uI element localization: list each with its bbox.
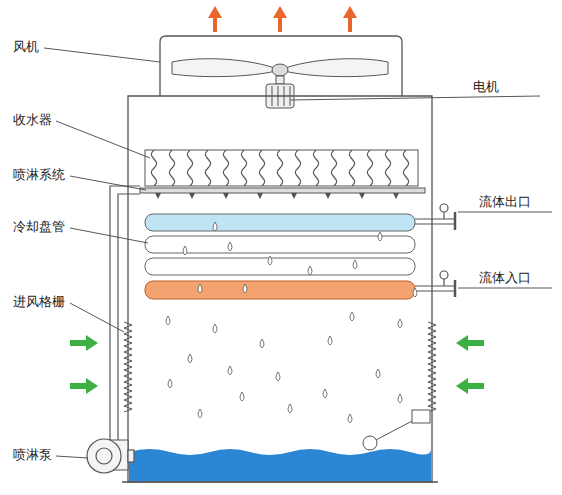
- water-droplet: [323, 389, 327, 398]
- louver-blade: [124, 352, 132, 358]
- water-droplet: [240, 392, 244, 401]
- spray-riser-pipe: [110, 186, 140, 440]
- louver-blade: [124, 364, 132, 370]
- louver-blade: [428, 394, 436, 400]
- spray-nozzle: [325, 193, 331, 199]
- basin-water: [129, 449, 431, 481]
- louver-blade: [124, 346, 132, 352]
- louver-blade: [428, 364, 436, 370]
- louver-blade: [428, 352, 436, 358]
- air-inlet-louver: [124, 322, 436, 412]
- part-label: 收水器: [12, 112, 53, 128]
- intake-arrows: [70, 335, 484, 394]
- louver-blade: [124, 406, 132, 412]
- motor: [266, 76, 294, 108]
- spray-nozzle: [257, 193, 263, 199]
- water-droplet: [260, 339, 264, 348]
- water-droplet: [183, 246, 187, 255]
- water-droplet: [328, 336, 332, 345]
- exhaust-arrows: [208, 6, 357, 32]
- water-droplet: [166, 316, 170, 325]
- spray-nozzle: [359, 193, 365, 199]
- louver-blade: [428, 376, 436, 382]
- water-droplet: [213, 222, 217, 231]
- part-label: 风机: [12, 39, 40, 55]
- part-label: 冷却盘管: [12, 219, 66, 235]
- part-label: 喷淋泵: [12, 447, 53, 463]
- part-label: 喷淋系统: [12, 167, 66, 183]
- louver-blade: [124, 370, 132, 376]
- water-droplets: [166, 222, 417, 423]
- louver-blade: [124, 400, 132, 406]
- spray-nozzle: [393, 193, 399, 199]
- water-droplet: [398, 319, 402, 328]
- water-droplet: [243, 284, 247, 293]
- water-droplet: [268, 256, 272, 265]
- spray-nozzle: [223, 193, 229, 199]
- louver-blade: [124, 328, 132, 334]
- spray-nozzle: [189, 193, 195, 199]
- fluid-pipes: [415, 204, 455, 297]
- water-droplet: [353, 260, 357, 269]
- water-droplet: [348, 414, 352, 423]
- louver-blade: [124, 388, 132, 394]
- louver-blade: [124, 376, 132, 382]
- water-droplet: [288, 404, 292, 413]
- part-label: 流体出口: [478, 194, 532, 210]
- louver-blade: [428, 340, 436, 346]
- tower-casing: [128, 96, 432, 482]
- water-droplet: [378, 232, 382, 241]
- spray-system: [140, 188, 425, 199]
- spray-pump: [87, 439, 134, 473]
- louver-blade: [124, 358, 132, 364]
- spray-nozzle: [291, 193, 297, 199]
- water-droplet: [228, 242, 232, 251]
- water-droplet: [308, 266, 312, 275]
- water-droplet: [198, 284, 202, 293]
- water-droplet: [413, 288, 417, 297]
- louver-blade: [428, 334, 436, 340]
- water-droplet: [398, 394, 402, 403]
- louver-blade: [124, 382, 132, 388]
- spray-nozzle: [155, 193, 161, 199]
- louver-blade: [428, 388, 436, 394]
- louver-blade: [124, 322, 132, 328]
- cooling-coil: [145, 214, 415, 299]
- part-label: 电机: [472, 79, 500, 95]
- louver-blade: [428, 400, 436, 406]
- fan: [172, 59, 388, 77]
- louver-blade: [428, 322, 436, 328]
- part-label: 流体入口: [478, 270, 532, 286]
- water-droplet: [213, 324, 217, 333]
- louver-blade: [124, 394, 132, 400]
- louver-blade: [428, 382, 436, 388]
- water-droplet: [168, 379, 172, 388]
- leader-lines: [44, 48, 552, 458]
- louver-blade: [428, 370, 436, 376]
- louver-blade: [124, 334, 132, 340]
- water-droplet: [350, 312, 354, 321]
- louver-blade: [124, 340, 132, 346]
- louver-blade: [428, 346, 436, 352]
- water-droplet: [188, 354, 192, 363]
- water-droplet: [228, 366, 232, 375]
- water-droplet: [276, 372, 280, 381]
- mist-eliminator: [145, 150, 418, 186]
- float-valve: [363, 410, 430, 450]
- water-droplet: [198, 409, 202, 418]
- part-label: 进风格栅: [12, 294, 66, 310]
- water-droplet: [376, 369, 380, 378]
- louver-blade: [428, 328, 436, 334]
- louver-blade: [428, 358, 436, 364]
